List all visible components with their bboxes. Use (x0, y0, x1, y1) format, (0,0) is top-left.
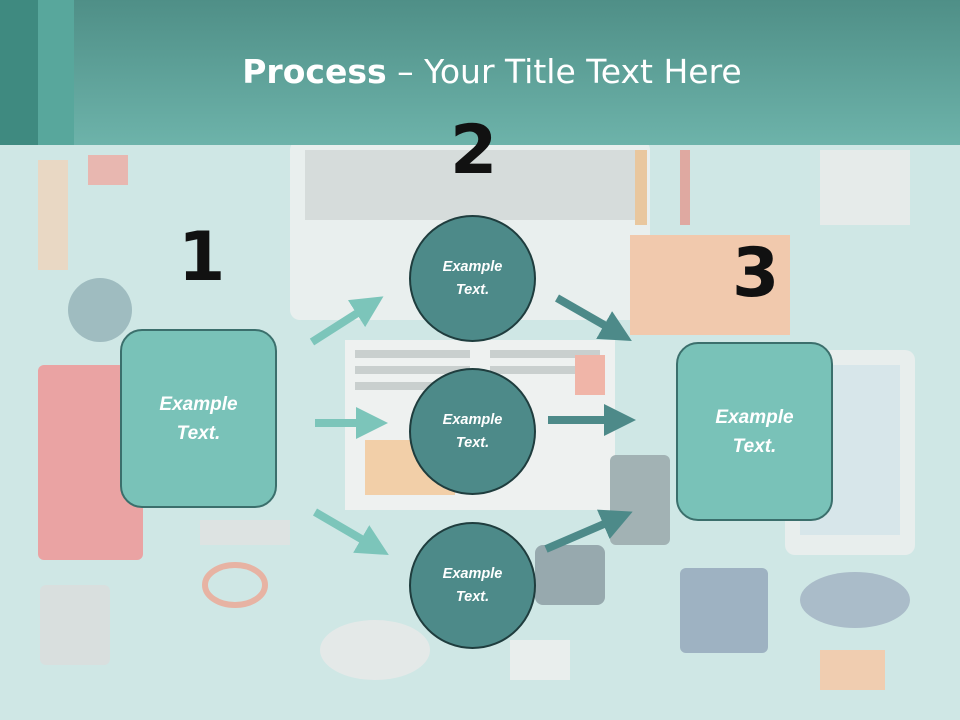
step-2-circle-bottom: Example Text. (409, 522, 536, 649)
title-rest: – Your Title Text Here (386, 52, 742, 91)
step-number-2: 2 (450, 111, 498, 190)
header-accent-strip (38, 0, 74, 145)
step-number-1: 1 (178, 218, 226, 297)
title-bold: Process (242, 52, 387, 91)
header-accent-strip (0, 0, 38, 145)
step-2-circle-top: Example Text. (409, 215, 536, 342)
title-header-band (0, 0, 960, 145)
step-number-3: 3 (732, 234, 780, 313)
step-2-circle-middle: Example Text. (409, 368, 536, 495)
page-title: Process – Your Title Text Here (0, 52, 960, 91)
step-1-box: Example Text. (120, 329, 277, 508)
step-3-box: Example Text. (676, 342, 833, 521)
